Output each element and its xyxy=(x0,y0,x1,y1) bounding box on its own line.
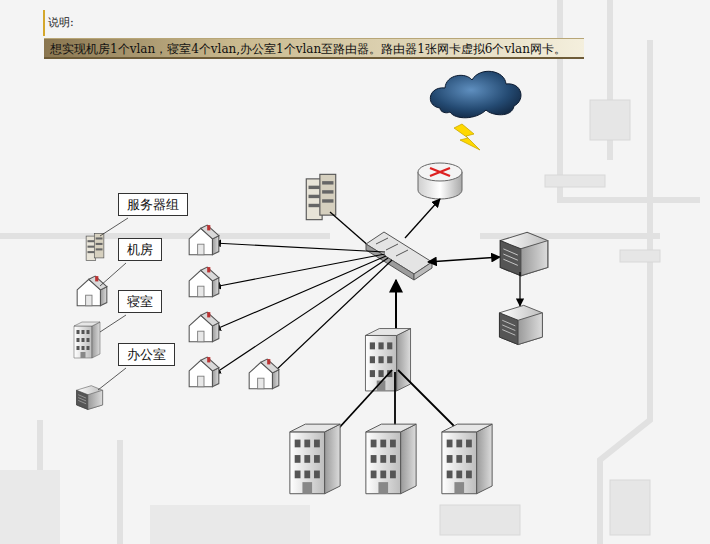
node-label: 想实现机房1个vlan，寝室4个vlan,办公室1个vlan至路由器。路由器1张… xyxy=(50,42,566,56)
legend-box: 寝室 xyxy=(118,290,162,313)
note-band: 说明:想实现机房1个vlan，寝室4个vlan,办公室1个vlan至路由器。路由… xyxy=(44,38,584,59)
node-label: 机房 xyxy=(127,242,153,257)
node-label: 办公室 xyxy=(127,347,166,362)
legend-box: 办公室 xyxy=(118,343,175,366)
node-label: 服务器组 xyxy=(127,197,179,212)
legend-box: 服务器组 xyxy=(118,193,188,216)
legend-box: 机房 xyxy=(118,238,162,261)
note-heading: 说明: xyxy=(48,15,74,31)
node-label: 寝室 xyxy=(127,294,153,309)
